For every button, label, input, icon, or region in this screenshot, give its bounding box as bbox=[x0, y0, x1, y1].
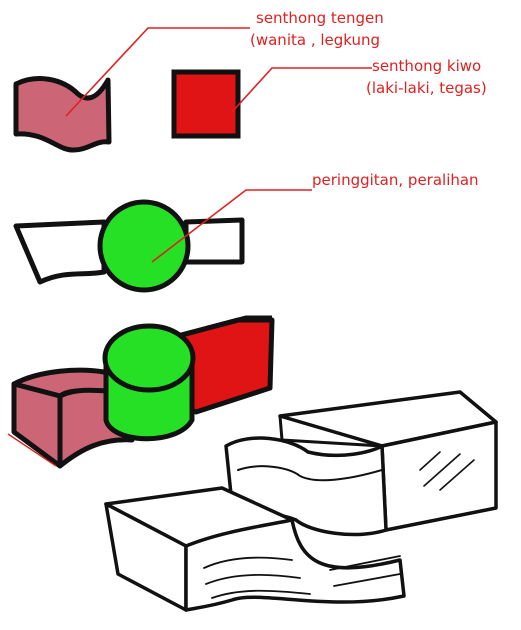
transition-label: peringgitan, peralihan bbox=[312, 170, 479, 191]
curved-block-icon bbox=[16, 79, 109, 150]
right-shape-label-line1: senthong kiwo bbox=[372, 56, 481, 77]
right-annotation-leader bbox=[232, 68, 372, 112]
left-shape-label-line1: senthong tengen bbox=[256, 8, 384, 29]
transition-plan-icon bbox=[16, 202, 242, 290]
right-shape-label-line2: (laki-laki, tegas) bbox=[366, 78, 487, 99]
straight-block-icon bbox=[174, 72, 238, 136]
left-shape-label-line2: (wanita , legkung bbox=[250, 30, 380, 51]
